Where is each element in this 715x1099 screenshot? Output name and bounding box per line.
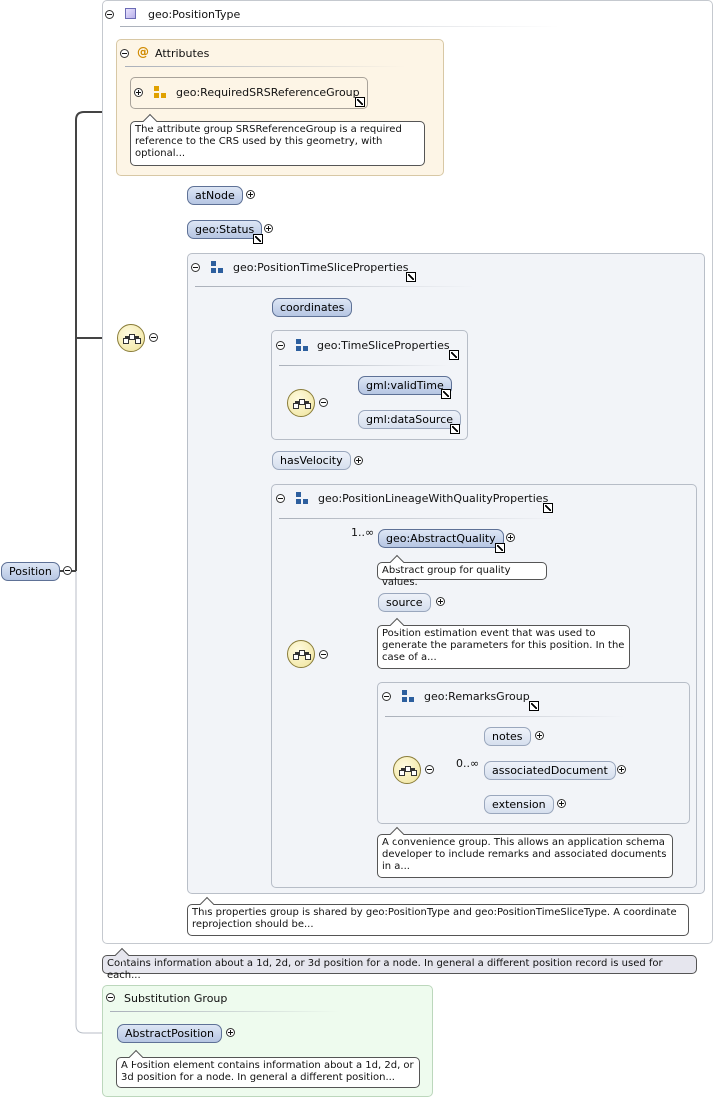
root-collapse[interactable]	[63, 566, 72, 575]
element-abstractposition[interactable]: AbstractPosition	[117, 1024, 223, 1043]
hasvelocity-expand[interactable]	[354, 456, 363, 465]
attribute-group-link-icon[interactable]	[355, 97, 365, 107]
position-type-doc: Contains information about a 1d, 2d, or …	[102, 955, 697, 981]
abstractquality-expand[interactable]	[506, 533, 515, 542]
abstract-quality-occurrence: 1..∞	[351, 526, 375, 539]
sequence-compositor-3-icon[interactable]	[287, 389, 315, 417]
time-slice-properties-link-icon[interactable]	[449, 350, 459, 360]
abstractquality-link-icon[interactable]	[495, 543, 505, 553]
element-gml-datasource[interactable]: gml:dataSource	[358, 410, 462, 429]
attribute-group-expand[interactable]	[134, 88, 143, 97]
source-doc: Position estimation event that was used …	[377, 625, 630, 669]
attribute-group-doc: The attribute group SRSReferenceGroup is…	[130, 121, 425, 166]
abstractquality-doc: Abstract group for quality values.	[377, 562, 547, 588]
substitution-group-collapse[interactable]	[106, 993, 115, 1002]
sequence-4-collapse[interactable]	[319, 650, 328, 659]
type-collapse-toggle[interactable]	[105, 10, 114, 19]
time-slice-group-collapse[interactable]	[191, 263, 200, 272]
sequence-1-collapse[interactable]	[149, 333, 158, 342]
element-source[interactable]: source	[378, 593, 431, 612]
attribute-group-ref[interactable]	[130, 77, 368, 109]
sequence-5-collapse[interactable]	[425, 765, 434, 774]
group-icon	[296, 492, 308, 504]
remarks-group-link-icon[interactable]	[529, 701, 539, 711]
atnode-expand[interactable]	[246, 190, 255, 199]
attributes-header: Attributes	[155, 47, 210, 60]
type-title: geo:PositionType	[148, 8, 241, 21]
element-gml-validtime[interactable]: gml:validTime	[358, 376, 452, 395]
datasource-link-icon[interactable]	[450, 424, 460, 434]
sequence-3-collapse[interactable]	[319, 398, 328, 407]
time-slice-group-title: geo:PositionTimeSliceProperties	[233, 261, 409, 274]
attribute-group-icon	[154, 86, 166, 98]
notes-expand[interactable]	[535, 731, 544, 740]
element-hasvelocity[interactable]: hasVelocity	[272, 451, 351, 470]
group-icon	[296, 339, 308, 351]
element-associateddocument[interactable]: associatedDocument	[484, 761, 616, 780]
time-slice-properties-title: geo:TimeSliceProperties	[317, 339, 450, 352]
sequence-compositor-1-icon[interactable]	[117, 324, 145, 352]
attributes-collapse-toggle[interactable]	[120, 49, 129, 58]
substitution-group-header: Substitution Group	[124, 992, 228, 1005]
lineage-group-link-icon[interactable]	[543, 503, 553, 513]
validtime-link-icon[interactable]	[441, 389, 451, 399]
time-slice-properties-collapse[interactable]	[276, 341, 285, 350]
element-geo-abstractquality[interactable]: geo:AbstractQuality	[378, 529, 504, 548]
element-geo-status[interactable]: geo:Status	[187, 220, 263, 239]
element-atnode[interactable]: atNode	[187, 186, 243, 205]
remarks-doc: A convenience group. This allows an appl…	[377, 834, 673, 878]
complex-type-icon	[125, 8, 136, 19]
attribute-group-label: geo:RequiredSRSReferenceGroup	[176, 86, 360, 99]
remarks-group-title: geo:RemarksGroup	[424, 690, 530, 703]
associateddocument-expand[interactable]	[617, 765, 626, 774]
element-extension[interactable]: extension	[484, 795, 554, 814]
group-icon	[211, 261, 223, 273]
lineage-group-title: geo:PositionLineageWithQualityProperties	[318, 492, 549, 505]
time-slice-group-link-icon[interactable]	[406, 272, 416, 282]
attribute-icon: @	[137, 45, 149, 59]
source-expand[interactable]	[436, 597, 445, 606]
element-notes[interactable]: notes	[484, 727, 531, 746]
abstractposition-expand[interactable]	[226, 1028, 235, 1037]
group-icon	[402, 690, 414, 702]
associated-document-occurrence: 0..∞	[456, 757, 480, 770]
status-expand[interactable]	[264, 224, 273, 233]
element-position-root[interactable]: Position	[1, 562, 60, 581]
position-time-slice-doc: This properties group is shared by geo:P…	[187, 904, 689, 936]
remarks-group-collapse[interactable]	[382, 692, 391, 701]
extension-expand[interactable]	[557, 799, 566, 808]
element-coordinates[interactable]: coordinates	[272, 298, 353, 317]
sequence-compositor-5-icon[interactable]	[393, 756, 421, 784]
lineage-group-collapse[interactable]	[276, 494, 285, 503]
status-link-icon[interactable]	[253, 234, 263, 244]
sequence-compositor-4-icon[interactable]	[287, 640, 315, 668]
abstractposition-doc: A Position element contains information …	[116, 1057, 420, 1088]
